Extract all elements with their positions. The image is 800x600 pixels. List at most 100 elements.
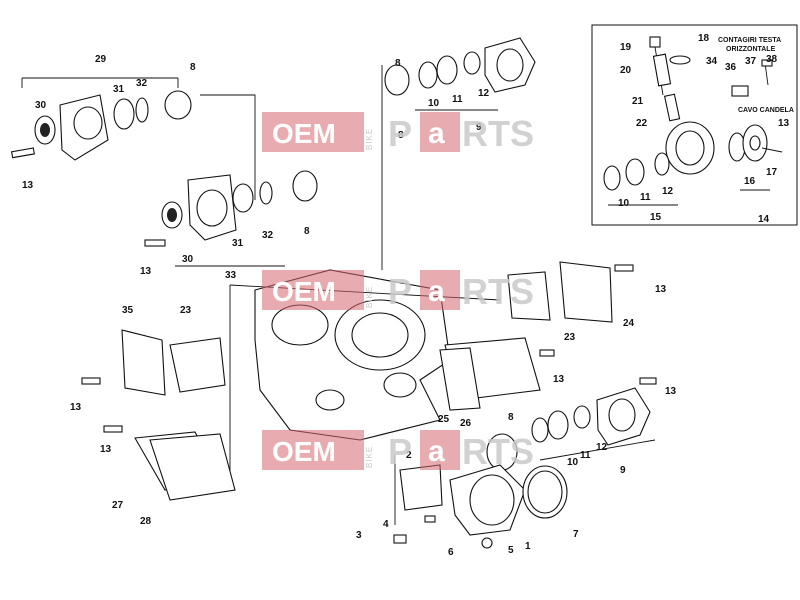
callout-21: 21 (632, 96, 644, 107)
svg-text:OEM: OEM (272, 118, 336, 149)
gasket-28 (149, 433, 236, 501)
callout-13: 13 (22, 180, 34, 191)
inset-tachometer-drive: CONTAGIRI TESTA ORIZZONTALE CAVO CANDELA… (591, 24, 798, 226)
callout-10b: 10 (567, 457, 579, 468)
callout-13g: 13 (665, 386, 677, 397)
callout-13b: 13 (140, 266, 152, 277)
callout-31: 31 (113, 84, 125, 95)
inset-bolt (761, 59, 773, 67)
cover-24 (559, 261, 613, 323)
svg-text:P: P (388, 113, 412, 154)
svg-text:P: P (388, 431, 412, 472)
callout-9: 9 (476, 122, 482, 133)
callout-11: 11 (452, 94, 463, 105)
svg-text:P: P (388, 271, 412, 312)
svg-text:BIKE: BIKE (365, 446, 374, 468)
svg-text:BIKE: BIKE (365, 286, 374, 308)
callout-30: 30 (35, 100, 47, 111)
inset-title-line1: CONTAGIRI TESTA (718, 37, 781, 44)
inset-cable-label: CAVO CANDELA (738, 107, 794, 114)
callout-30b: 30 (182, 254, 194, 265)
crankcase (229, 269, 501, 480)
callout-7: 7 (573, 529, 579, 540)
callout-13f: 13 (553, 374, 565, 385)
svg-text:OEM: OEM (272, 436, 336, 467)
callout-31b: 31 (232, 238, 244, 249)
callout-29: 29 (95, 54, 107, 65)
inset-drive-body (652, 53, 672, 87)
callout-8d: 8 (304, 226, 310, 237)
ball-bearing (113, 98, 135, 130)
bolt-2 (144, 239, 166, 247)
inset-title-line2: ORIZZONTALE (726, 46, 776, 53)
inset-gear-shaft (663, 93, 681, 122)
callout-34: 34 (706, 56, 718, 67)
svg-text:RTS: RTS (462, 431, 534, 472)
inset-seal (603, 165, 621, 191)
bolt (10, 147, 35, 159)
callout-12: 12 (662, 186, 674, 197)
callout-27: 27 (112, 500, 124, 511)
callout-38: 38 (766, 54, 778, 65)
callout-14: 14 (758, 214, 770, 225)
callout-4: 4 (383, 519, 389, 530)
svg-text:RTS: RTS (462, 271, 534, 312)
callout-15: 15 (650, 212, 662, 223)
inset-gasket (728, 132, 746, 162)
callout-3: 3 (356, 530, 362, 541)
callout-23: 23 (180, 305, 192, 316)
callout-37: 37 (745, 56, 757, 67)
callout-28: 28 (140, 516, 152, 527)
rear-bearing-assembly: 30 31 32 8 13 33 (140, 170, 318, 281)
cover-35 (121, 329, 166, 396)
callout-17: 17 (766, 167, 778, 178)
callout-10: 10 (428, 98, 440, 109)
callout-13d: 13 (100, 444, 112, 455)
o-ring (164, 90, 192, 120)
callout-13c: 13 (70, 402, 82, 413)
callout-26: 26 (460, 418, 472, 429)
callout-24: 24 (623, 318, 635, 329)
callout-16: 16 (744, 176, 756, 187)
callout-12: 12 (478, 88, 490, 99)
callout-8e: 8 (508, 412, 514, 423)
lower-bearing-assembly: 13 8 10 11 12 9 (486, 377, 677, 476)
callout-13: 13 (778, 118, 790, 129)
svg-text:RTS: RTS (462, 113, 534, 154)
callout-32: 32 (136, 78, 148, 89)
callout-19: 19 (620, 42, 632, 53)
callout-18: 18 (698, 33, 710, 44)
callout-8c: 8 (398, 130, 404, 141)
top-bearing-assembly: 8 8 10 11 12 9 (381, 37, 536, 270)
callout-33: 33 (225, 270, 237, 281)
callout-8b: 8 (395, 58, 401, 69)
left-cover-plates: 35 23 13 13 27 28 (70, 305, 236, 527)
callout-12b: 12 (596, 442, 608, 453)
callout-36: 36 (725, 62, 737, 73)
right-cover-plates: 13 23 24 13 25 26 (438, 261, 667, 429)
callout-13e: 13 (655, 284, 667, 295)
callout-11b: 11 (580, 450, 591, 461)
callout-11: 11 (640, 192, 651, 203)
svg-text:a: a (428, 435, 445, 468)
inset-washer (669, 55, 691, 65)
svg-text:BIKE: BIKE (365, 128, 374, 150)
callout-1: 1 (525, 541, 531, 552)
inset-ring (654, 152, 670, 176)
watermark-2: OEM BIKE P a RTS (262, 270, 534, 312)
callout-22: 22 (636, 118, 648, 129)
front-bearing-assembly: 29 8 30 31 32 13 (10, 54, 256, 200)
callout-9b: 9 (620, 465, 626, 476)
gasket-23b (507, 271, 551, 321)
gasket-25 (439, 347, 481, 411)
callout-32b: 32 (262, 230, 274, 241)
callout-8: 8 (190, 62, 196, 73)
o-ring-top (384, 64, 410, 96)
watermark-1: OEM BIKE P a RTS (262, 112, 534, 154)
callout-6: 6 (448, 547, 454, 558)
callout-20: 20 (620, 65, 632, 76)
watermark-3: OEM BIKE P a RTS (262, 430, 534, 472)
callout-10: 10 (618, 198, 630, 209)
circlip (135, 97, 149, 123)
